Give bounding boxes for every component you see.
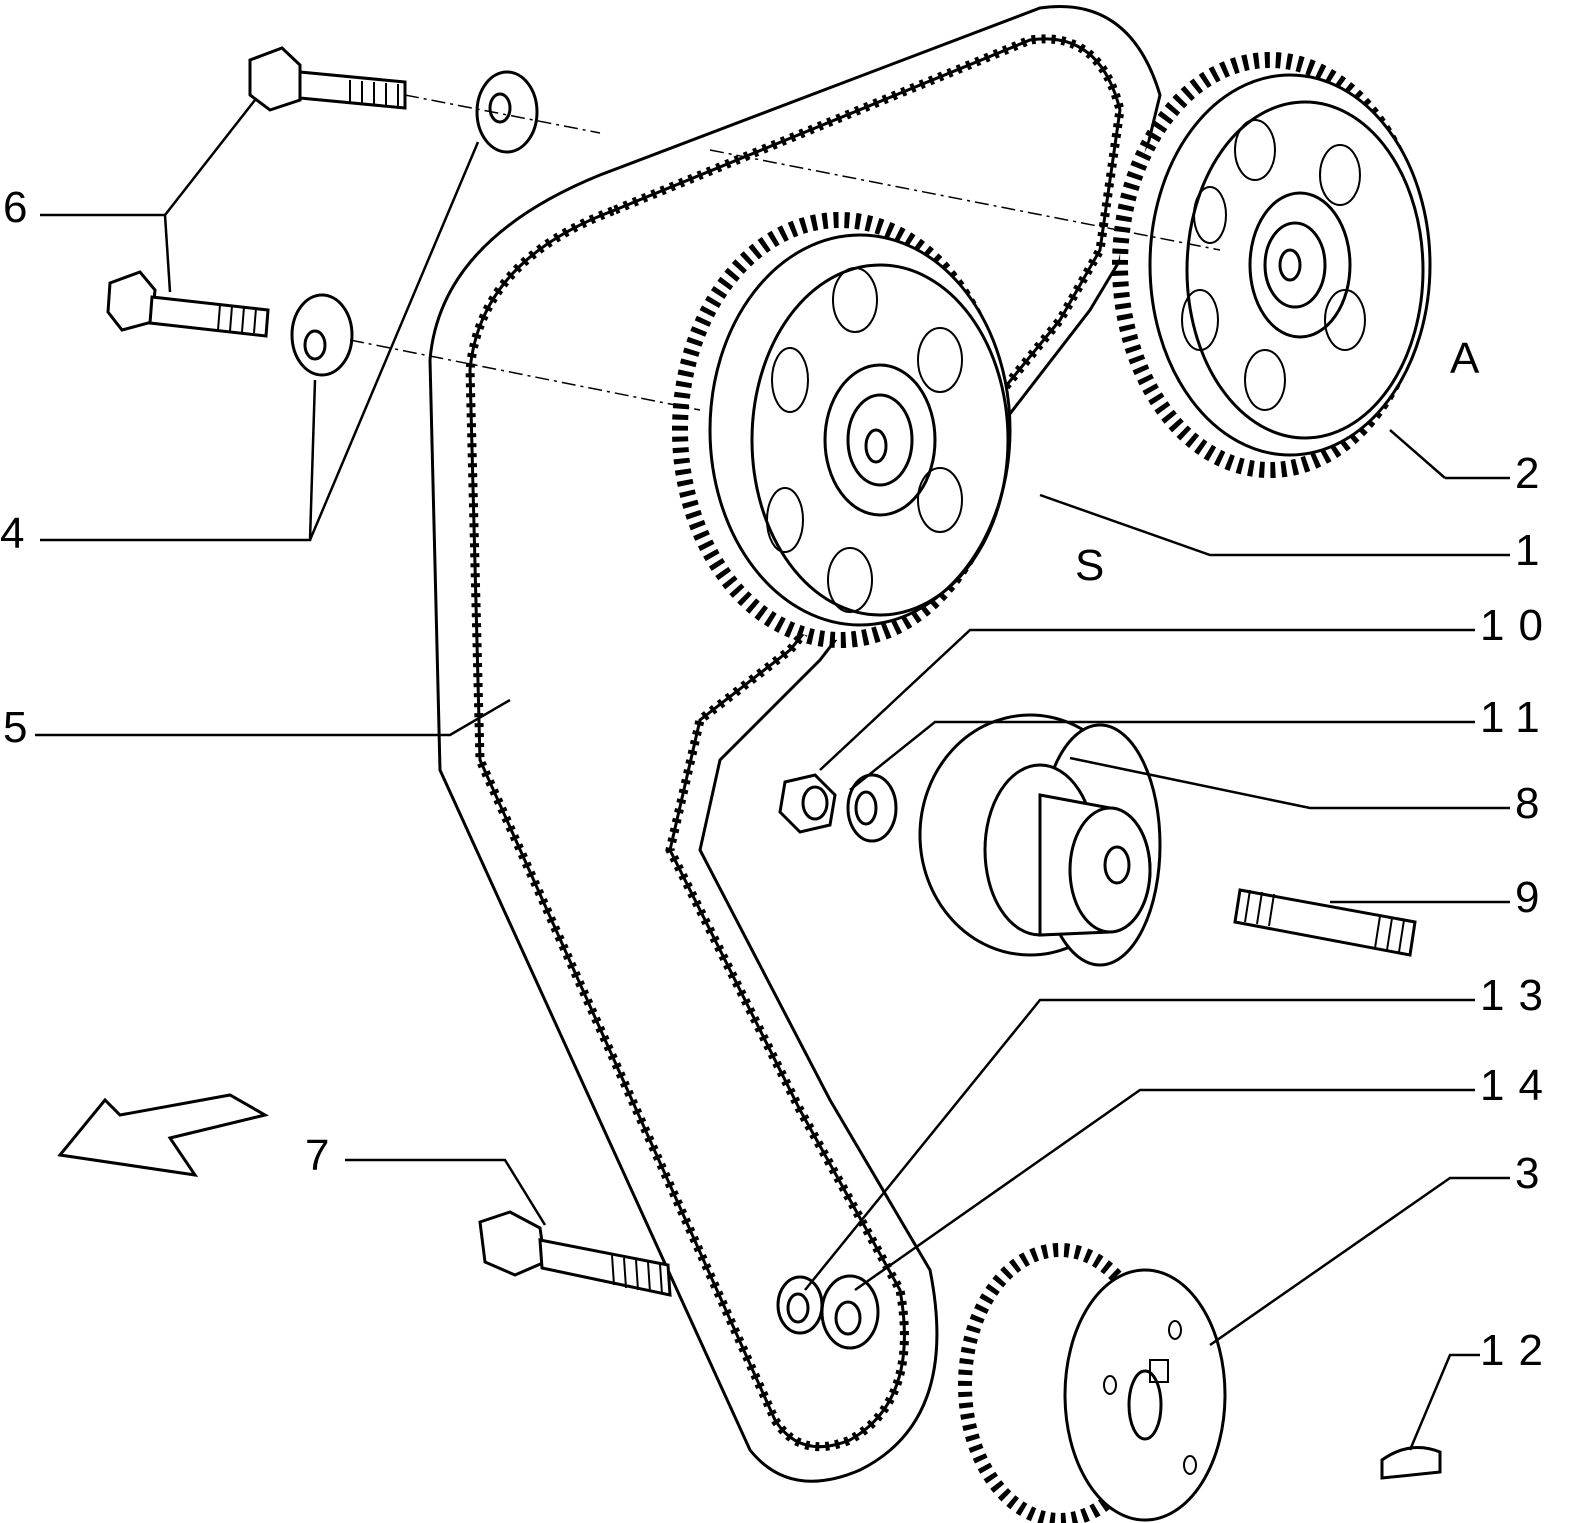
washer-lower (290, 293, 354, 377)
bolt-lower (106, 270, 270, 338)
label-7: 7 (305, 1131, 329, 1180)
washer-14 (820, 1274, 880, 1350)
label-10: 10 (1480, 601, 1557, 650)
label-4: 4 (0, 509, 24, 558)
camshaft-pulley-exhaust (1112, 52, 1432, 478)
washer-tensioner (846, 773, 898, 843)
woodruff-key (1380, 1446, 1442, 1480)
bolt-crankshaft (478, 1210, 672, 1297)
label-side-s: S (1075, 541, 1104, 590)
crankshaft-pulley (958, 1243, 1227, 1523)
label-6: 6 (3, 183, 27, 232)
timing-belt (428, 5, 1162, 1483)
label-side-a: A (1450, 334, 1480, 383)
label-9: 9 (1515, 873, 1539, 922)
stud-bolt (1233, 888, 1417, 957)
bolt-upper (248, 46, 407, 112)
leader-lines (35, 99, 1510, 1451)
alignment-lines (349, 94, 1221, 411)
label-3: 3 (1515, 1149, 1539, 1198)
washer-upper (475, 70, 539, 154)
washer-13 (776, 1275, 824, 1335)
label-8: 8 (1515, 779, 1539, 828)
label-13: 13 (1480, 971, 1557, 1020)
label-2: 2 (1515, 449, 1539, 498)
part-labels: 6 4 5 7 2 1 10 11 8 9 13 14 3 12 A S (0, 183, 1557, 1375)
label-11: 11 (1480, 693, 1554, 742)
label-5: 5 (3, 703, 27, 752)
tensioner-roller (918, 713, 1162, 967)
label-12: 12 (1480, 1326, 1557, 1375)
direction-arrow-icon (57, 1093, 270, 1177)
label-1: 1 (1515, 526, 1539, 575)
nut (778, 773, 837, 834)
label-14: 14 (1480, 1061, 1557, 1110)
camshaft-pulley-intake (672, 212, 1012, 648)
